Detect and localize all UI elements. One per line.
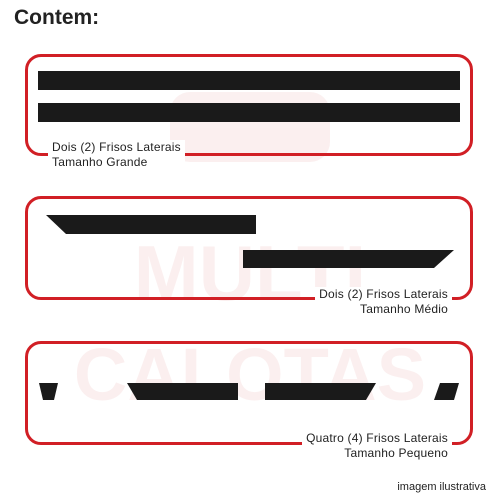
- panel-large-line1: Dois (2) Frisos Laterais: [52, 140, 181, 154]
- strip-small-1: [39, 383, 58, 400]
- illustration-caption: imagem ilustrativa: [397, 481, 486, 493]
- panel-large-label: Dois (2) Frisos Laterais Tamanho Grande: [48, 140, 185, 170]
- strip-small-3: [265, 383, 376, 400]
- panel-small-line2: Tamanho Pequeno: [344, 446, 448, 460]
- strip-large-1: [38, 71, 460, 90]
- panel-medium-line2: Tamanho Médio: [360, 302, 448, 316]
- panel-medium: [25, 196, 473, 300]
- panel-small: [25, 341, 473, 445]
- panel-small-label: Quatro (4) Frisos Laterais Tamanho Peque…: [302, 431, 452, 461]
- strip-medium-1: [46, 215, 256, 234]
- panel-medium-line1: Dois (2) Frisos Laterais: [319, 287, 448, 301]
- panel-medium-label: Dois (2) Frisos Laterais Tamanho Médio: [315, 287, 452, 317]
- strip-medium-2: [243, 250, 454, 268]
- strip-large-2: [38, 103, 460, 122]
- panel-small-line1: Quatro (4) Frisos Laterais: [306, 431, 448, 445]
- strip-small-2: [127, 383, 238, 400]
- panel-large: [25, 54, 473, 156]
- page-title: Contem:: [14, 6, 100, 29]
- strip-small-4: [434, 383, 459, 400]
- panel-large-line2: Tamanho Grande: [52, 155, 148, 169]
